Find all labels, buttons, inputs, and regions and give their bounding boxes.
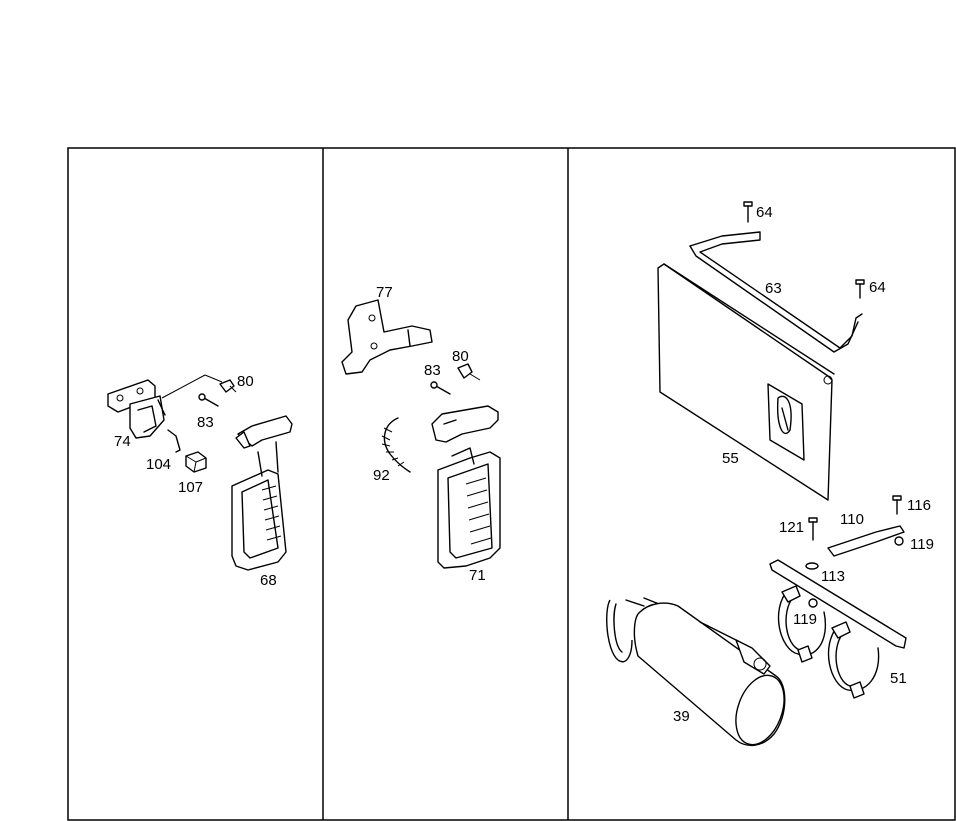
panel-left <box>107 374 293 571</box>
panel-middle <box>341 299 501 569</box>
part-55-plate <box>657 263 835 501</box>
part-80-clip <box>457 363 481 381</box>
part-68-holder <box>231 415 293 571</box>
callout-107: 107 <box>178 479 203 496</box>
part-83-screw <box>198 393 219 407</box>
callout-110: 110 <box>840 511 864 528</box>
callout-64: 64 <box>756 204 773 221</box>
part-116-screw <box>892 495 902 515</box>
callout-68: 68 <box>260 572 277 589</box>
part-110-plate <box>827 525 905 557</box>
part-64-screw-top <box>743 201 753 223</box>
callout-77: 77 <box>376 284 393 301</box>
part-51-bracket <box>769 559 907 699</box>
callout-104: 104 <box>146 456 171 473</box>
part-92-spring <box>383 417 411 473</box>
diagram-frame <box>67 147 956 821</box>
callout-92: 92 <box>373 467 390 484</box>
callout-71: 71 <box>469 567 486 584</box>
part-83-screw <box>430 381 451 395</box>
callout-80: 80 <box>452 348 469 365</box>
callout-83: 83 <box>424 362 441 379</box>
callout-119: 119 <box>793 611 817 628</box>
callout-39: 39 <box>673 708 690 725</box>
callout-55: 55 <box>722 450 739 467</box>
part-74-bracket <box>107 374 223 439</box>
part-121-screw <box>808 517 818 541</box>
callout-80: 80 <box>237 373 254 390</box>
callout-63: 63 <box>765 280 782 297</box>
callout-113: 113 <box>821 568 845 585</box>
part-104-hook <box>167 429 181 453</box>
part-107-block <box>185 451 207 473</box>
part-119-nut-upper <box>894 536 904 546</box>
callout-121: 121 <box>779 519 804 536</box>
part-113-washer <box>805 562 819 570</box>
part-39-cylinder <box>606 597 786 747</box>
callout-116: 116 <box>907 497 931 514</box>
part-119-nut-lower <box>808 598 818 608</box>
callout-119: 119 <box>910 536 934 553</box>
part-63-bar <box>689 231 863 353</box>
part-64-screw-right <box>855 279 865 299</box>
callout-51: 51 <box>890 670 907 687</box>
part-77-bracket <box>341 299 433 375</box>
callout-64: 64 <box>869 279 886 296</box>
callout-83: 83 <box>197 414 214 431</box>
part-71-handle <box>431 405 501 569</box>
part-80-clip <box>219 379 237 393</box>
panel-right <box>606 201 907 747</box>
callout-74: 74 <box>114 433 131 450</box>
